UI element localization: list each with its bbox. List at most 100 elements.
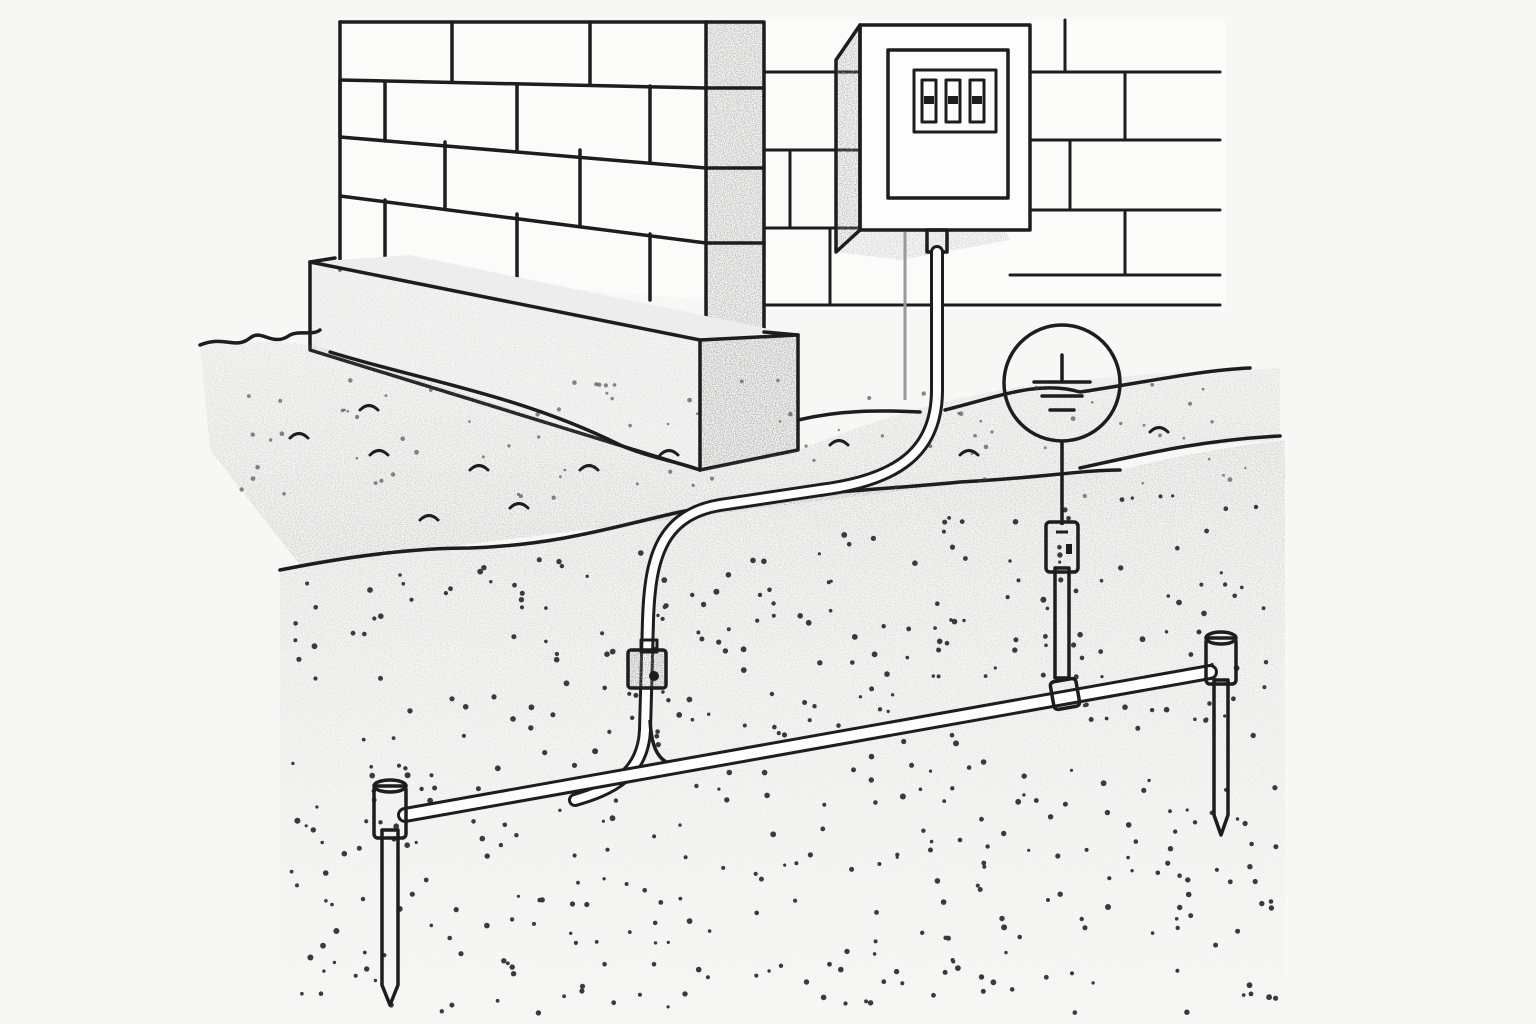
- soil-dot: [360, 896, 366, 902]
- soil-dot: [846, 541, 852, 547]
- soil-dot: [509, 964, 515, 970]
- soil-dot: [311, 643, 318, 650]
- soil-dot: [973, 433, 977, 438]
- soil-dot: [291, 761, 295, 766]
- soil-dot: [890, 693, 895, 697]
- soil-dot: [409, 597, 414, 602]
- soil-dot: [610, 396, 614, 401]
- soil-dot: [584, 901, 590, 908]
- soil-dots: [239, 378, 1279, 1016]
- soil-dot: [553, 656, 560, 663]
- soil-dot: [758, 876, 764, 882]
- soil-dot: [804, 444, 808, 448]
- soil-dot: [378, 613, 384, 619]
- soil-dot: [439, 1009, 444, 1014]
- soil-dot: [653, 941, 658, 945]
- soil-dot: [346, 409, 350, 413]
- soil-dot: [822, 802, 827, 807]
- soil-dot: [1001, 830, 1007, 837]
- soil-dot: [393, 823, 400, 830]
- soil-dot: [895, 852, 900, 857]
- soil-dot: [611, 1000, 617, 1006]
- soil-dot: [764, 792, 770, 799]
- soil-dot: [754, 973, 759, 978]
- soil-dot: [293, 638, 298, 643]
- soil-dot: [519, 590, 525, 596]
- soil-dot: [396, 763, 402, 768]
- soil-dot: [962, 618, 966, 623]
- soil-dot: [1141, 481, 1144, 485]
- soil-dot: [1058, 560, 1062, 564]
- soil-dot: [449, 696, 455, 702]
- soil-dot: [807, 852, 814, 858]
- soil-dot: [1266, 994, 1272, 1001]
- soil-dot: [827, 961, 832, 967]
- soil-dot: [944, 640, 950, 646]
- soil-dot: [391, 736, 396, 740]
- soil-dot: [1091, 981, 1095, 985]
- soil-dot: [423, 877, 429, 883]
- soil-dot: [404, 842, 411, 848]
- soil-dot: [1077, 631, 1083, 638]
- soil-dot: [778, 963, 784, 968]
- soil-dot: [607, 729, 612, 735]
- soil-dot: [278, 398, 283, 403]
- soil-dot: [893, 968, 900, 975]
- soil-dot: [761, 558, 767, 565]
- soil-dot: [899, 793, 906, 800]
- soil-dot: [721, 865, 726, 870]
- soil-dot: [690, 592, 695, 598]
- soil-dot: [1057, 544, 1062, 550]
- soil-dot: [355, 414, 360, 420]
- soil-dot: [479, 835, 486, 842]
- soil-dot: [1079, 655, 1085, 661]
- soil-dot: [1227, 879, 1233, 885]
- soil-dot: [514, 833, 519, 838]
- soil-dot: [1222, 473, 1225, 477]
- soil-dot: [539, 897, 545, 903]
- soil-dot: [572, 380, 577, 385]
- soil-dot: [633, 692, 639, 698]
- soil-dot: [691, 483, 695, 487]
- soil-dot: [742, 723, 747, 728]
- soil-dot: [289, 869, 294, 874]
- soil-dot: [1273, 844, 1279, 850]
- soil-dot: [379, 478, 384, 483]
- soil-dot: [559, 475, 562, 479]
- soil-dot: [1150, 382, 1155, 387]
- soil-dot: [332, 960, 337, 965]
- soil-dot: [874, 910, 879, 915]
- soil-dot: [1082, 703, 1087, 708]
- soil-dot: [491, 694, 497, 700]
- soil-dot: [461, 733, 466, 738]
- soil-dot: [676, 712, 683, 718]
- soil-dot: [950, 786, 955, 791]
- soil-dot: [873, 939, 878, 944]
- soil-dot: [1185, 891, 1192, 898]
- soil-dot: [696, 412, 699, 416]
- soil-dot: [1227, 477, 1233, 482]
- soil-dot: [356, 845, 362, 851]
- soil-dot: [528, 725, 534, 731]
- soil-dot: [554, 651, 560, 657]
- soil-dot: [931, 992, 936, 998]
- soil-dot: [602, 685, 607, 691]
- soil-dot: [990, 430, 994, 434]
- soil-dot: [318, 991, 324, 996]
- soil-dot: [1013, 637, 1019, 643]
- soil-dot: [484, 922, 490, 929]
- soil-dot: [505, 961, 510, 966]
- soil-dot: [630, 715, 635, 720]
- soil-dot: [296, 656, 302, 662]
- soil-dot: [362, 631, 367, 637]
- soil-dot: [726, 627, 731, 632]
- soil-dot: [982, 477, 987, 482]
- soil-dot: [1055, 853, 1061, 859]
- soil-dot: [783, 863, 787, 867]
- soil-dot: [1171, 494, 1175, 498]
- soil-dot: [1008, 559, 1012, 563]
- soil-dot: [666, 940, 670, 945]
- soil-dot: [871, 651, 878, 658]
- soil-dot: [495, 998, 500, 1003]
- soil-dot: [905, 655, 910, 660]
